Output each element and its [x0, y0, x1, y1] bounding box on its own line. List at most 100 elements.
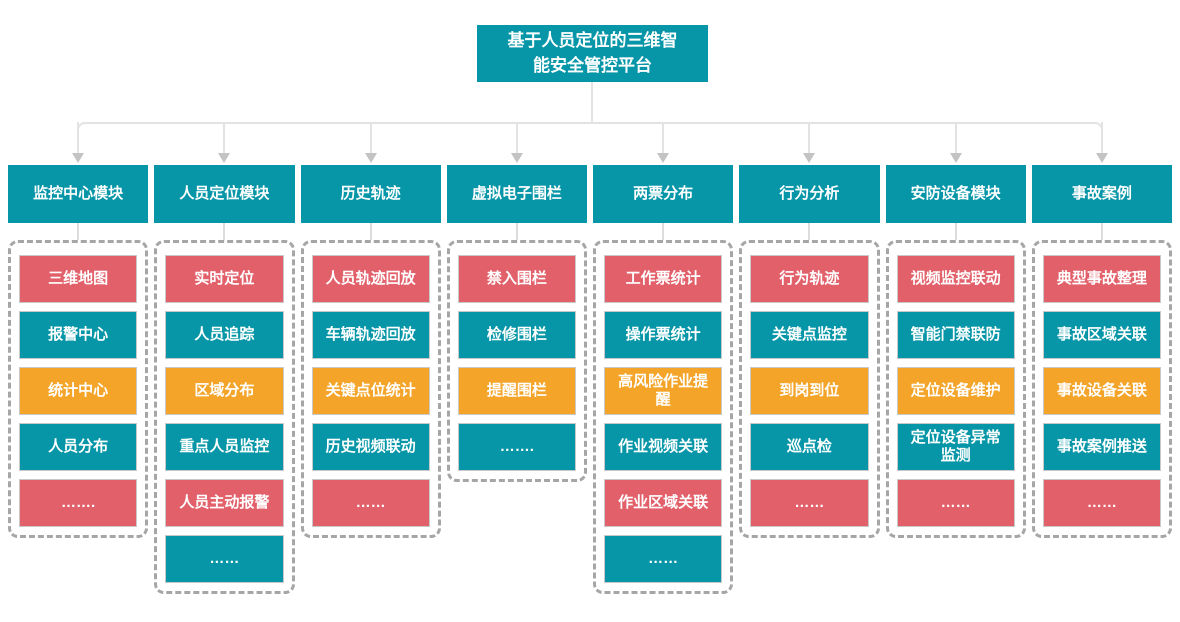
- feature-item: 定位设备异常监测: [896, 423, 1015, 471]
- arrow-down-icon: [364, 153, 377, 163]
- stub-line: [369, 223, 372, 240]
- connector-drop: [447, 122, 587, 165]
- connector-stub: [886, 223, 1026, 240]
- connector-stub: [739, 223, 879, 240]
- module-header: 历史轨迹: [300, 165, 441, 223]
- feature-item: 报警中心: [19, 311, 138, 359]
- arrow-down-icon: [803, 153, 816, 163]
- connector-vertical-line: [77, 122, 80, 154]
- feature-item: 巡点检: [750, 423, 869, 471]
- feature-item: 检修围栏: [457, 311, 576, 359]
- module-header-label: 行为分析: [779, 185, 840, 203]
- module-column: 行为分析 行为轨迹关键点监控到岗到位巡点检……: [739, 122, 880, 594]
- feature-item: ……: [165, 535, 284, 583]
- arrow-down-icon: [72, 153, 85, 163]
- feature-item: 区域分布: [165, 367, 284, 415]
- feature-item: 提醒围栏: [457, 367, 576, 415]
- feature-item: 历史视频联动: [311, 423, 430, 471]
- module-header-label: 人员定位模块: [179, 185, 270, 203]
- feature-group: 工作票统计操作票统计高风险作业提醒作业视频关联作业区域关联 ……: [593, 240, 734, 594]
- module-column: 两票分布 工作票统计操作票统计高风险作业提醒作业视频关联作业区域关联 ……: [593, 122, 734, 594]
- connector-stub: [301, 223, 441, 240]
- feature-item: …….: [19, 479, 138, 527]
- feature-group: 行为轨迹关键点监控到岗到位巡点检……: [739, 240, 880, 538]
- connector-drop: [301, 122, 441, 165]
- feature-item: 作业区域关联: [604, 479, 723, 527]
- feature-item: 人员轨迹回放: [311, 255, 430, 303]
- columns-grid: 监控中心模块 三维地图报警中心统计中心人员分布……. 人员定位模块 实时定位人员…: [8, 122, 1172, 594]
- connector-vertical-line: [223, 122, 226, 154]
- feature-group: 实时定位人员追踪区域分布重点人员监控人员主动报警……: [154, 240, 295, 594]
- feature-item: ……: [604, 535, 723, 583]
- feature-item: 事故案例推送: [1042, 423, 1161, 471]
- module-header: 两票分布: [593, 165, 734, 223]
- connector-stub: [1032, 223, 1172, 240]
- feature-item: 统计中心: [19, 367, 138, 415]
- connector-vertical-line: [954, 122, 957, 154]
- connector-drop: [8, 122, 148, 165]
- connector-drop: [1032, 122, 1172, 165]
- arrow-down-icon: [1095, 153, 1108, 163]
- connector-drop: [739, 122, 879, 165]
- feature-item: 事故设备关联: [1042, 367, 1161, 415]
- connector-vertical-line: [662, 122, 665, 154]
- connector-vertical-line: [515, 122, 518, 154]
- module-column: 虚拟电子围栏 禁入围栏检修围栏提醒围栏 …….: [446, 122, 587, 594]
- feature-item: 禁入围栏: [457, 255, 576, 303]
- feature-group: 视频监控联动智能门禁联防定位设备维护定位设备异常监测……: [885, 240, 1026, 538]
- feature-group: 人员轨迹回放车辆轨迹回放关键点位统计历史视频联动 ……: [300, 240, 441, 538]
- feature-group: 典型事故整理事故区域关联事故设备关联事故案例推送……: [1031, 240, 1172, 538]
- feature-item: 行为轨迹: [750, 255, 869, 303]
- connector-drop: [593, 122, 733, 165]
- module-header-label: 监控中心模块: [33, 185, 124, 203]
- connector-stub: [8, 223, 148, 240]
- stub-line: [515, 223, 518, 240]
- feature-item: ……: [1042, 479, 1161, 527]
- feature-item: 典型事故整理: [1042, 255, 1161, 303]
- module-column: 监控中心模块 三维地图报警中心统计中心人员分布…….: [8, 122, 149, 594]
- feature-item: 重点人员监控: [165, 423, 284, 471]
- module-header-label: 安防设备模块: [910, 185, 1001, 203]
- arrow-down-icon: [218, 153, 231, 163]
- feature-group: 三维地图报警中心统计中心人员分布…….: [8, 240, 149, 538]
- feature-item: …….: [457, 423, 576, 471]
- feature-item: ……: [750, 479, 869, 527]
- stub-line: [1100, 223, 1103, 240]
- connector-stub: [154, 223, 294, 240]
- feature-item: 高风险作业提醒: [604, 367, 723, 415]
- module-header: 安防设备模块: [885, 165, 1026, 223]
- feature-item: 人员分布: [19, 423, 138, 471]
- feature-item: 视频监控联动: [896, 255, 1015, 303]
- arrow-down-icon: [657, 153, 670, 163]
- module-header-label: 事故案例: [1071, 185, 1132, 203]
- connector-vertical-line: [369, 122, 372, 154]
- connector-drop: [886, 122, 1026, 165]
- feature-item: 关键点位统计: [311, 367, 430, 415]
- module-header: 事故案例: [1031, 165, 1172, 223]
- platform-root-title-line2: 能安全管控平台: [533, 55, 652, 75]
- feature-item: 工作票统计: [604, 255, 723, 303]
- module-header-label: 历史轨迹: [340, 185, 401, 203]
- stub-line: [954, 223, 957, 240]
- feature-item: ……: [896, 479, 1015, 527]
- connector-stub: [447, 223, 587, 240]
- module-header-label: 虚拟电子围栏: [471, 185, 562, 203]
- module-header: 监控中心模块: [8, 165, 149, 223]
- module-column: 安防设备模块 视频监控联动智能门禁联防定位设备维护定位设备异常监测……: [885, 122, 1026, 594]
- module-column: 人员定位模块 实时定位人员追踪区域分布重点人员监控人员主动报警……: [154, 122, 295, 594]
- stub-line: [77, 223, 80, 240]
- arrow-down-icon: [949, 153, 962, 163]
- feature-item: 车辆轨迹回放: [311, 311, 430, 359]
- feature-item: 智能门禁联防: [896, 311, 1015, 359]
- stub-line: [223, 223, 226, 240]
- feature-item: 作业视频关联: [604, 423, 723, 471]
- stub-line: [808, 223, 811, 240]
- connector-vertical-line: [1100, 122, 1103, 154]
- feature-item: 到岗到位: [750, 367, 869, 415]
- feature-item: ……: [311, 479, 430, 527]
- stub-line: [662, 223, 665, 240]
- module-header: 虚拟电子围栏: [446, 165, 587, 223]
- platform-root-title-line1: 基于人员定位的三维智: [507, 30, 678, 50]
- feature-item: 操作票统计: [604, 311, 723, 359]
